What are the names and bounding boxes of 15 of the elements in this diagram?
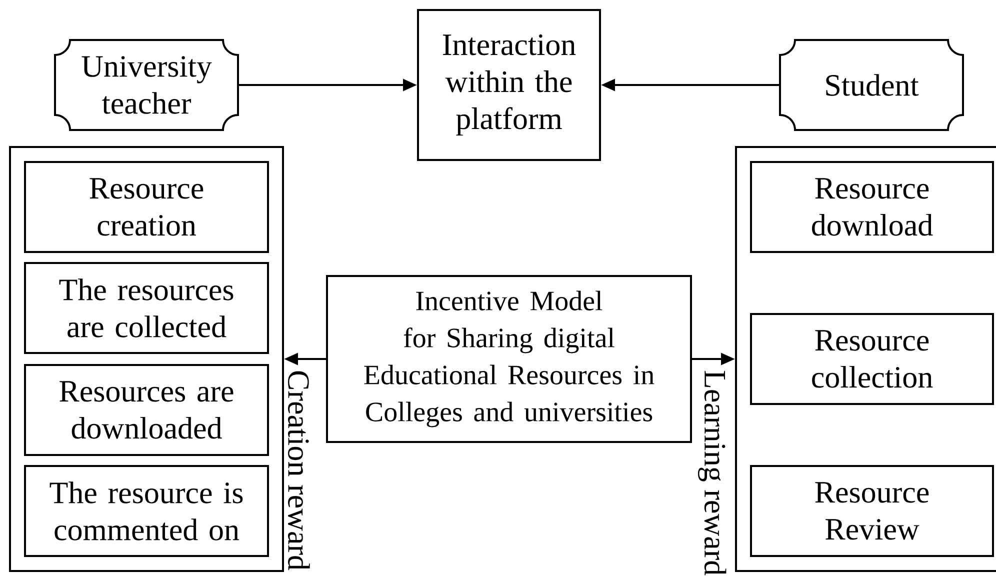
process-box: Resource creation [24, 161, 269, 253]
process-box: Incentive Model for Sharing digital Educational Resources in Colleges and universities [326, 274, 692, 443]
process-box: Resource download [750, 161, 994, 253]
actor-box: Student [779, 39, 964, 131]
process-box: The resource is commented on [24, 464, 269, 557]
actor-box: University teacher [54, 39, 239, 131]
process-box: Resource Review [750, 464, 994, 557]
process-box: Interaction within the platform [417, 8, 601, 161]
edge-label: Creation reward [288, 371, 310, 570]
group-box [9, 146, 284, 572]
process-box: The resources are collected [24, 262, 269, 354]
process-box: Resource collection [750, 312, 994, 405]
group-box [735, 146, 996, 572]
edge-label: Learning reward [698, 370, 726, 576]
process-box: Resources are downloaded [24, 364, 269, 456]
